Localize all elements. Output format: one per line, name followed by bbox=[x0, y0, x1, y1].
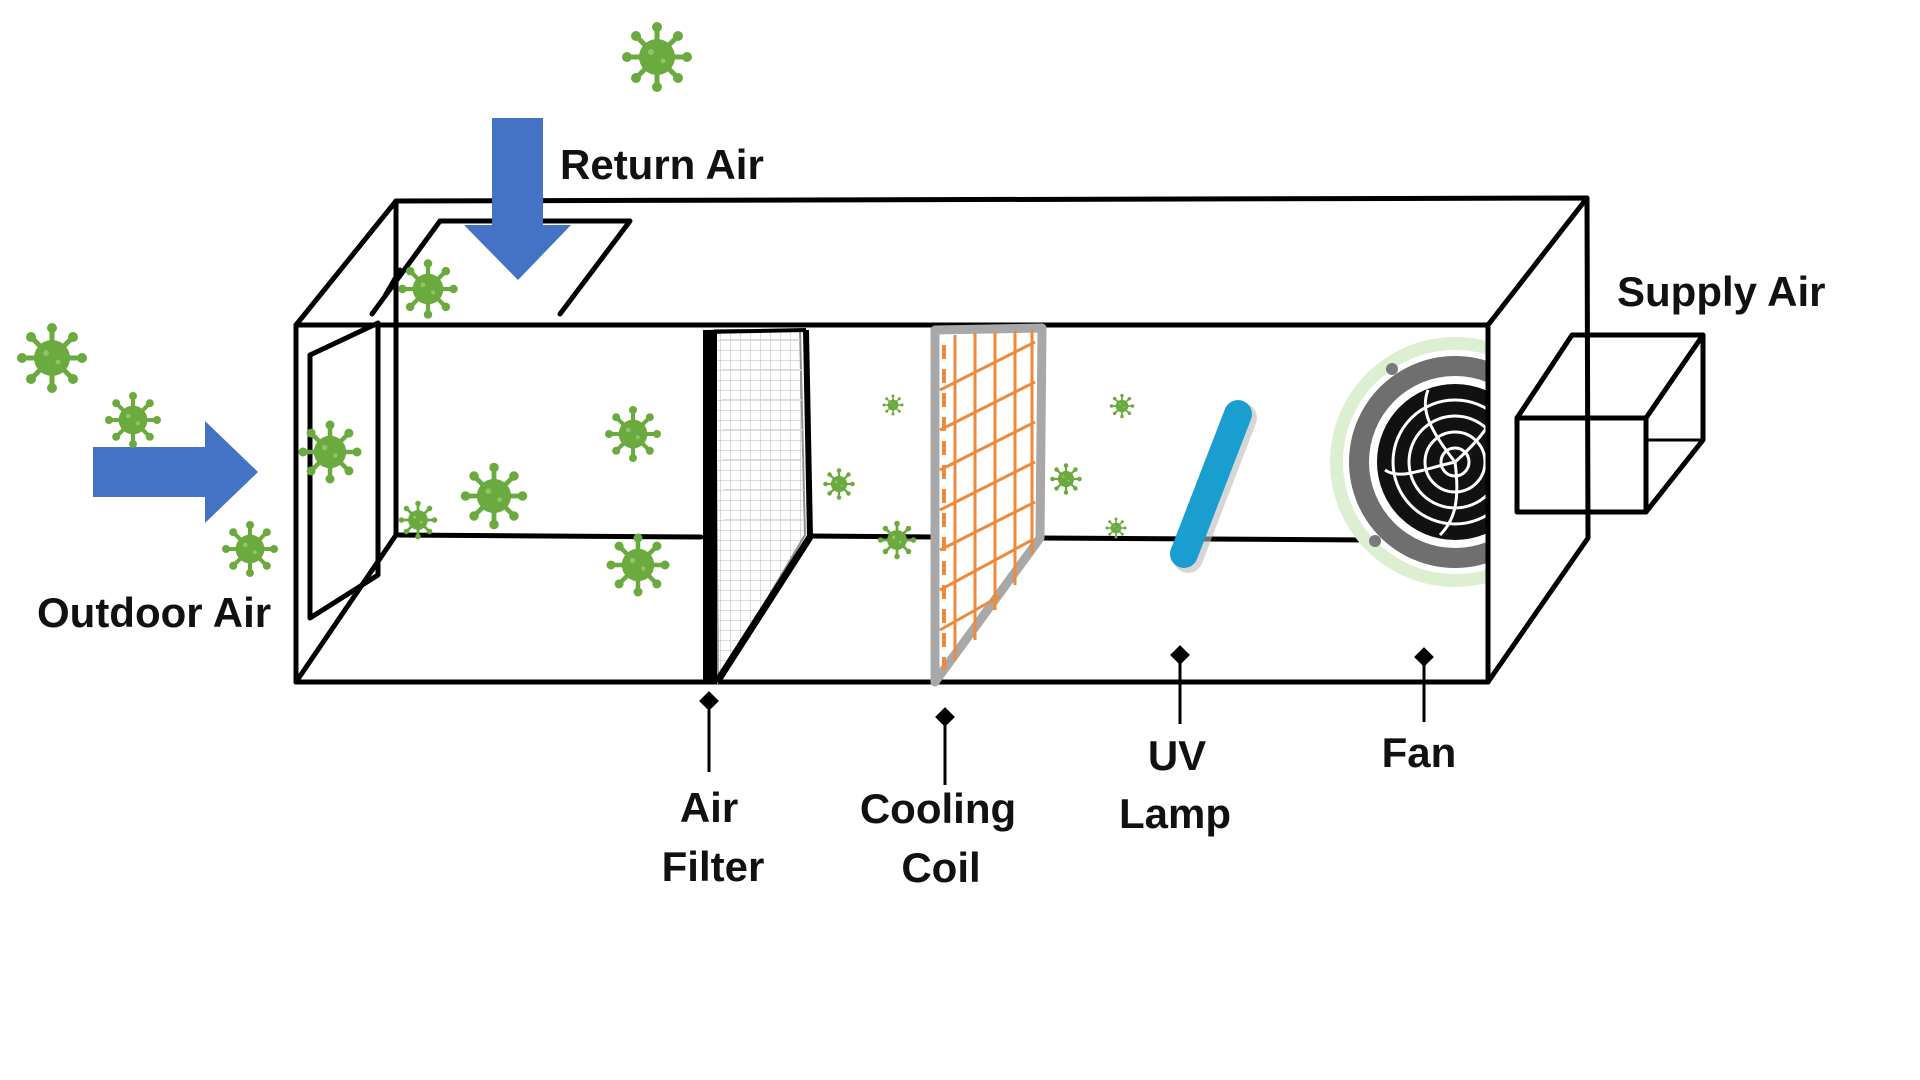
uv-lamp-label-line2: Lamp bbox=[1119, 790, 1231, 837]
callout-pointers bbox=[699, 645, 1434, 785]
virus-icon bbox=[299, 421, 362, 484]
air-filter-label-line1: Air bbox=[680, 784, 738, 831]
air-filter bbox=[702, 328, 813, 686]
return-air-arrow-icon bbox=[464, 118, 571, 280]
virus-icon bbox=[822, 467, 856, 501]
virus-icon bbox=[105, 392, 161, 448]
cooling-coil-label-line2: Coil bbox=[901, 844, 980, 891]
outdoor-air-arrow-icon bbox=[93, 421, 258, 523]
air-filter-label-line2: Filter bbox=[662, 843, 765, 890]
supply-air-duct bbox=[1514, 332, 1706, 515]
uv-lamp-label-line1: UV bbox=[1148, 732, 1206, 779]
outdoor-air-label: Outdoor Air bbox=[37, 589, 271, 636]
virus-icon bbox=[398, 259, 458, 319]
cooling-coil-label-line1: Cooling bbox=[860, 785, 1016, 832]
fan bbox=[1330, 337, 1488, 587]
virus-icon bbox=[222, 521, 278, 577]
supply-air-label: Supply Air bbox=[1617, 268, 1825, 315]
virus-icon bbox=[17, 323, 87, 393]
virus-icon bbox=[1104, 516, 1128, 540]
cooling-coil bbox=[930, 323, 1047, 687]
uv-lamp bbox=[1170, 400, 1257, 573]
virus-icon bbox=[881, 393, 905, 417]
fan-label: Fan bbox=[1382, 729, 1457, 776]
return-air-label: Return Air bbox=[560, 141, 764, 188]
virus-icon bbox=[605, 406, 661, 462]
virus-icon bbox=[876, 519, 918, 561]
outdoor-air-opening bbox=[307, 320, 381, 621]
virus-icon bbox=[622, 22, 692, 92]
virus-icon bbox=[607, 534, 670, 597]
virus-icon bbox=[397, 499, 439, 541]
virus-icon bbox=[461, 463, 528, 530]
virus-icon bbox=[1108, 392, 1136, 420]
virus-icon bbox=[1049, 462, 1083, 496]
